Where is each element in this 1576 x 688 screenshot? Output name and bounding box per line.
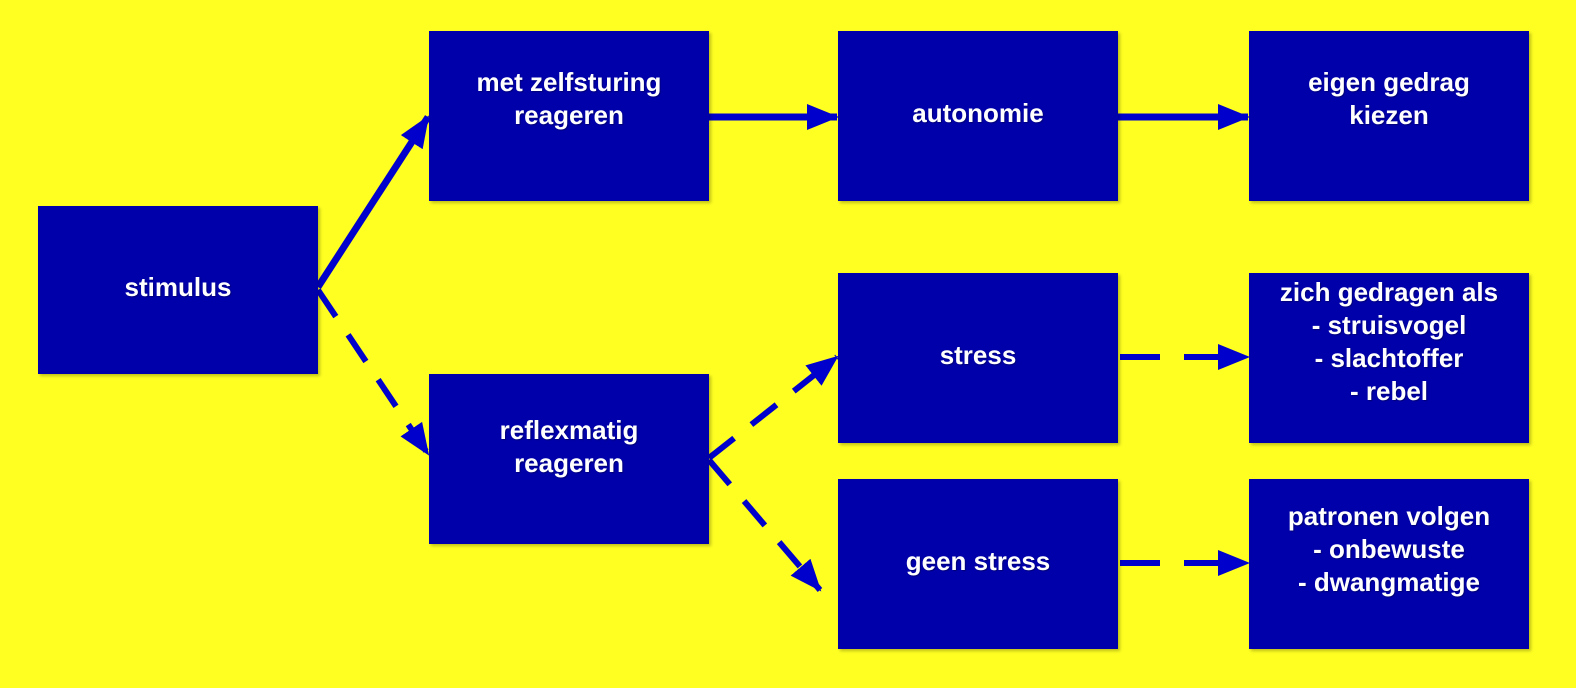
edge-reflexmatig-to-geen-stress xyxy=(706,458,823,592)
node-patronen-volgen-label: patronen volgen - onbewuste - dwangmatig… xyxy=(1287,500,1491,597)
node-stimulus-label: stimulus xyxy=(124,271,232,302)
node-patronen-volgen: patronen volgen - onbewuste - dwangmatig… xyxy=(1249,479,1529,649)
node-met-zelfsturing-reageren: met zelfsturing reageren xyxy=(429,31,709,201)
node-autonomie: autonomie xyxy=(838,31,1118,201)
node-zich-gedragen-als-label: zich gedragen als - struisvogel - slacht… xyxy=(1279,277,1499,406)
node-geen-stress-label: geen stress xyxy=(905,545,1051,576)
edge-reflexmatig-to-stress xyxy=(707,354,839,461)
node-stimulus: stimulus xyxy=(38,206,318,374)
node-zich-gedragen-als: zich gedragen als - struisvogel - slacht… xyxy=(1249,273,1529,443)
edge-stimulus-to-reflexmatig xyxy=(315,288,431,456)
node-reflexmatig-reageren: reflexmatig reageren xyxy=(429,374,709,544)
node-met-zelfsturing-reageren-label: met zelfsturing reageren xyxy=(476,66,662,130)
edge-stimulus-to-zelfsturing xyxy=(315,115,431,289)
node-reflexmatig-reageren-label: reflexmatig reageren xyxy=(499,414,639,478)
node-autonomie-label: autonomie xyxy=(912,97,1044,128)
node-stress: stress xyxy=(838,273,1118,443)
node-geen-stress: geen stress xyxy=(838,479,1118,649)
node-stress-label: stress xyxy=(939,339,1017,370)
node-eigen-gedrag-kiezen-label: eigen gedrag kiezen xyxy=(1308,66,1470,130)
node-eigen-gedrag-kiezen: eigen gedrag kiezen xyxy=(1249,31,1529,201)
